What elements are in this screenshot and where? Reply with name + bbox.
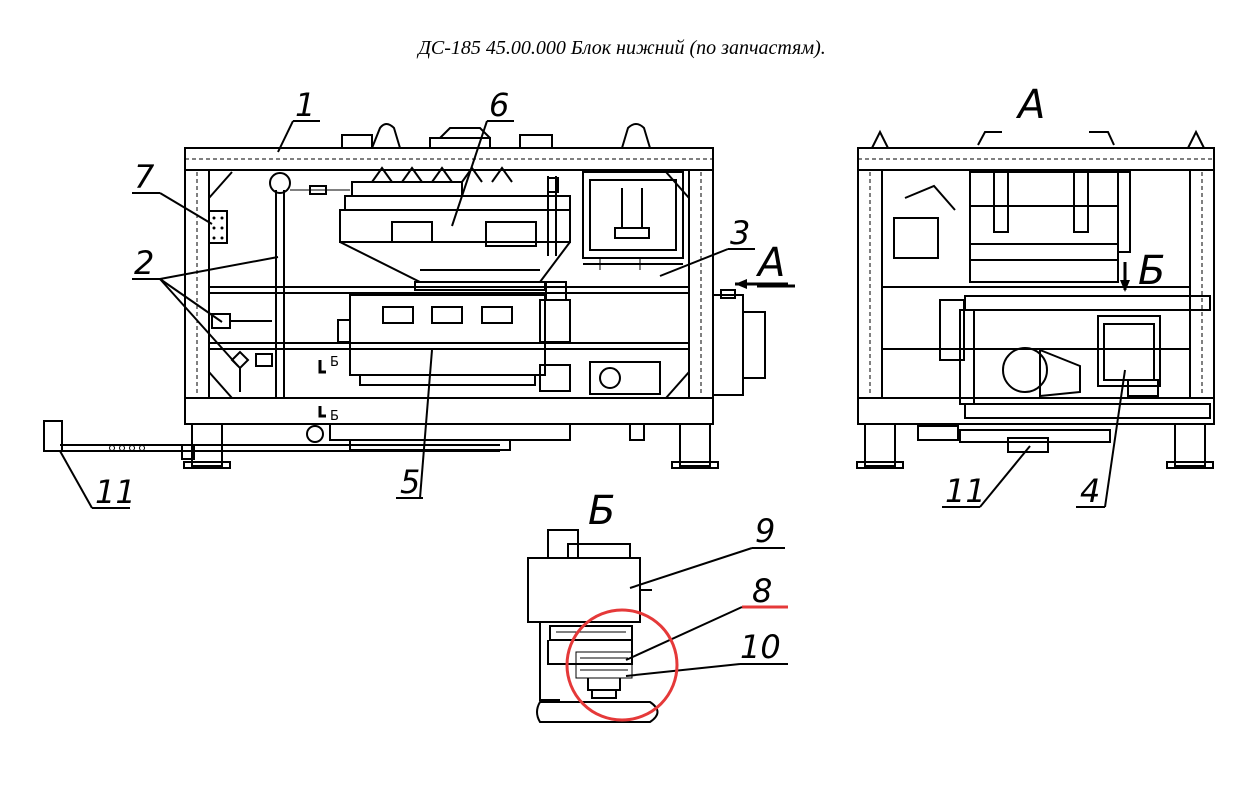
callout-11-right: 11 bbox=[945, 472, 986, 510]
view-b-heading: Б bbox=[588, 488, 615, 534]
callout-5: 5 bbox=[400, 463, 420, 501]
view-a: А bbox=[856, 82, 1215, 469]
callout-1: 1 bbox=[295, 86, 315, 124]
callout-3: 3 bbox=[730, 214, 750, 252]
view-b-arrow-label: Б bbox=[1138, 248, 1165, 294]
front-callouts: 1 6 7 2 3 5 11 bbox=[59, 86, 755, 511]
callout-6: 6 bbox=[489, 86, 509, 124]
callout-7: 7 bbox=[134, 158, 155, 196]
callout-8: 8 bbox=[752, 572, 772, 610]
section-mark-b-upper: Б bbox=[330, 355, 339, 370]
callout-10: 10 bbox=[740, 628, 781, 666]
callout-2: 2 bbox=[134, 244, 154, 282]
view-a-callouts: 11 4 bbox=[942, 369, 1126, 510]
callout-9: 9 bbox=[755, 512, 775, 550]
front-view: Б Б А bbox=[43, 123, 795, 469]
section-mark-b-lower: Б bbox=[330, 409, 339, 424]
view-a-heading: А bbox=[1015, 82, 1045, 128]
callout-11-left: 11 bbox=[95, 473, 136, 511]
drawing-title: ДС-185 45.00.000 Блок нижний (по запчаст… bbox=[416, 37, 826, 59]
callout-4: 4 bbox=[1080, 472, 1100, 510]
view-a-arrow-label: А bbox=[755, 240, 785, 286]
section-b-view: Б bbox=[527, 488, 659, 723]
section-b-callouts: 9 8 10 bbox=[565, 512, 788, 722]
highlight-circle bbox=[565, 608, 679, 722]
